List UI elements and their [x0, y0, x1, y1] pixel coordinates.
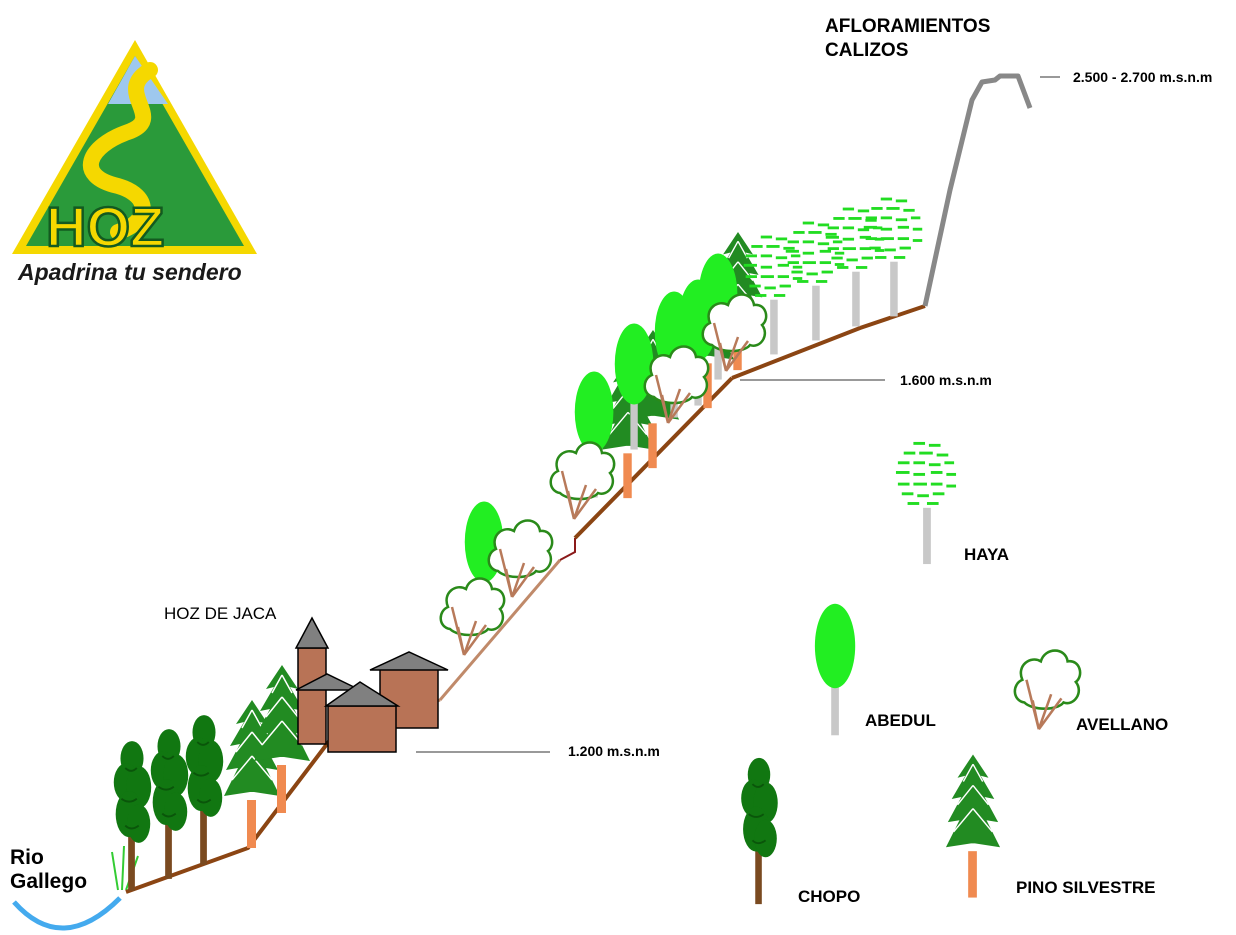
logo-word: HOZ: [46, 195, 164, 258]
legend: HAYA ABEDUL AVELLANO CHOPO PINO SILVESTR…: [740, 441, 1168, 906]
village-label: HOZ DE JACA: [164, 604, 277, 623]
beech-tree: [785, 221, 845, 341]
beech-forest: [743, 197, 923, 355]
legend-chopo-icon: [740, 756, 779, 906]
house-roof: [369, 651, 449, 671]
house: [327, 705, 397, 753]
church-tower-roof: [294, 616, 330, 649]
house-roof: [323, 681, 401, 707]
altitude-low-label: 1.200 m.s.n.m: [568, 743, 660, 759]
logo-triangle-green: [26, 56, 244, 246]
river-label-line1: Rio: [10, 846, 44, 869]
legend-haya-icon: [895, 441, 957, 565]
trail-step: [559, 538, 576, 561]
legend-chopo-label: CHOPO: [798, 887, 860, 906]
hazel-tree: [487, 519, 554, 599]
altitude-mid-label: 1.600 m.s.n.m: [900, 372, 992, 388]
legend-avellano-icon: [1013, 649, 1082, 731]
beech-tree: [825, 207, 885, 327]
logo-tagline: Apadrina tu sendero: [17, 259, 242, 285]
legend-avellano-label: AVELLANO: [1076, 715, 1168, 734]
legend-abedul-icon: [814, 603, 856, 736]
logo-path-s: [82, 62, 158, 240]
house-roof: [295, 673, 361, 691]
church-tower: [297, 647, 327, 745]
altitude-high-label: 2.500 - 2.700 m.s.n.m: [1073, 69, 1212, 85]
legend-abedul-label: ABEDUL: [865, 711, 936, 730]
poplar-tree: [149, 728, 190, 880]
outcrop-label-line2: CALIZOS: [825, 40, 908, 61]
legend-pino-label: PINO SILVESTRE: [1016, 878, 1156, 897]
trail-upper: [731, 304, 926, 380]
river-line: [12, 896, 122, 931]
trail-slope-1: [438, 559, 562, 701]
lower-forest: [112, 665, 311, 892]
hoz-logo: HOZ Apadrina tu sendero: [12, 40, 257, 285]
legend-haya-label: HAYA: [964, 545, 1009, 564]
poplar-tree: [112, 740, 153, 892]
legend-pino-icon: [945, 754, 1001, 899]
hazel-tree: [701, 293, 768, 373]
limestone-outcrop-line: [922, 73, 1033, 307]
hazel-tree: [439, 577, 506, 657]
river-label-line2: Gallego: [10, 870, 87, 893]
outcrop-label-line1: AFLORAMIENTOS: [825, 16, 990, 37]
poplar-tree: [184, 714, 225, 866]
village-hoz-de-jaca: [294, 616, 449, 753]
